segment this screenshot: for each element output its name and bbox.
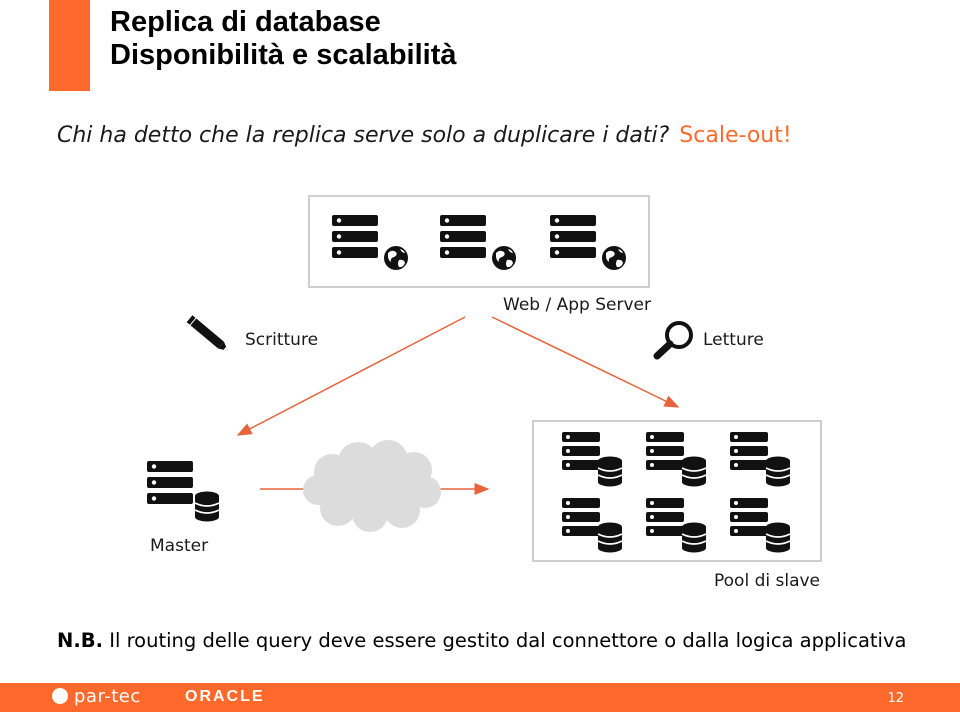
note-prefix: N.B.: [57, 629, 103, 652]
routing-note: N.B. Il routing delle query deve essere …: [57, 629, 906, 652]
slave-server-5-icon: [646, 498, 707, 554]
slide-subtitle: Chi ha detto che la replica serve solo a…: [57, 123, 792, 148]
page-number: 12: [887, 691, 904, 706]
partec-logo-text: par-tec: [74, 686, 141, 707]
writes-label: Scritture: [245, 330, 319, 350]
slide-title: Replica di database Disponibilità e scal…: [110, 6, 457, 72]
title-accent-bar: [49, 0, 90, 91]
footer-bar: par-tec ORACLE 12: [0, 683, 960, 712]
slave-server-4-icon: [562, 498, 623, 554]
web-app-server-label: Web / App Server: [503, 295, 651, 315]
partec-logo: par-tec: [52, 686, 141, 707]
slave-server-3-icon: [730, 432, 791, 488]
slave-server-2-icon: [646, 432, 707, 488]
cloud-icon: [303, 440, 441, 532]
magnifier-icon: [653, 321, 693, 360]
writes-arrow: [236, 316, 466, 436]
oracle-logo: ORACLE: [185, 688, 265, 705]
slave-server-1-icon: [562, 432, 623, 488]
slide-title-line1: Replica di database: [110, 6, 381, 38]
pencil-icon: [186, 315, 228, 351]
master-label: Master: [150, 536, 209, 556]
slide-title-line2: Disponibilità e scalabilità: [110, 39, 457, 71]
web-server-3-icon: [550, 215, 629, 273]
partec-logo-icon: [52, 688, 68, 704]
web-server-2-icon: [440, 215, 519, 273]
reads-arrow: [491, 316, 680, 408]
slave-server-6-icon: [730, 498, 791, 554]
master-server-icon: [147, 461, 220, 523]
web-server-1-icon: [332, 215, 411, 273]
slave-pool-box: [532, 420, 822, 562]
reads-label: Letture: [703, 330, 764, 350]
question-text: Chi ha detto che la replica serve solo a…: [57, 123, 670, 148]
scale-out-text: Scale-out!: [679, 123, 792, 148]
slave-pool-label: Pool di slave: [714, 571, 821, 591]
note-text: Il routing delle query deve essere gesti…: [103, 629, 907, 652]
